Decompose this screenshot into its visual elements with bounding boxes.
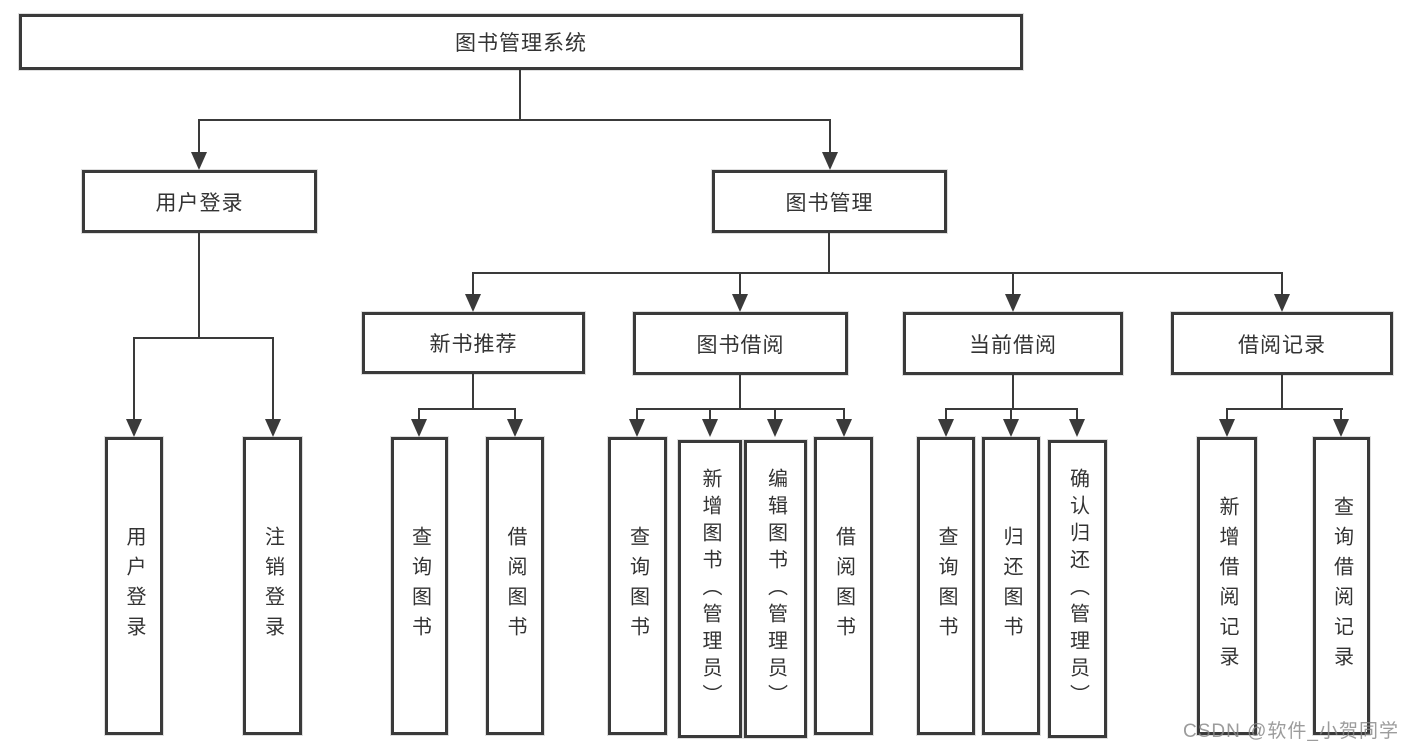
arrowhead-down-icon [507, 419, 523, 437]
node-label: 查询图书 [626, 526, 649, 646]
arrowhead-down-icon [732, 294, 748, 312]
connector-line [709, 408, 711, 420]
arrowhead-down-icon [411, 419, 427, 437]
node-library-system: 图书管理系统 [19, 14, 1023, 70]
leaf-add-borrow-record: 新增借阅记录 [1197, 437, 1257, 735]
connector-line [828, 233, 830, 272]
leaf-edit-book-admin: 编辑图书（管理员） [744, 440, 807, 738]
node-label: 借阅图书 [832, 526, 855, 646]
node-label: 借阅记录 [1238, 333, 1326, 357]
leaf-query-books-2: 查询图书 [608, 437, 667, 735]
leaf-query-books-1: 查询图书 [391, 437, 448, 735]
node-label: 借阅图书 [504, 526, 526, 646]
leaf-return-books: 归还图书 [982, 437, 1040, 735]
connector-line [198, 119, 200, 153]
node-book-borrowing: 图书借阅 [633, 312, 848, 375]
node-label: 确认归还（管理员） [1066, 467, 1089, 711]
arrowhead-down-icon [1333, 419, 1349, 437]
connector-line [472, 373, 474, 408]
connector-line [472, 272, 1283, 274]
arrowhead-down-icon [1005, 294, 1021, 312]
leaf-user-login: 用户登录 [105, 437, 163, 735]
node-label: 新增图书（管理员） [699, 467, 721, 711]
watermark-text: CSDN @软件_小贺同学 [1183, 721, 1399, 742]
connector-line [514, 408, 516, 420]
node-label: 用户登录 [155, 191, 244, 215]
connector-line [418, 408, 516, 410]
node-borrowing-records: 借阅记录 [1171, 312, 1393, 375]
arrowhead-down-icon [1274, 294, 1290, 312]
connector-line [1226, 408, 1228, 420]
arrowhead-down-icon [702, 419, 718, 437]
arrowhead-down-icon [1069, 419, 1085, 437]
node-book-management: 图书管理 [712, 170, 947, 233]
arrowhead-down-icon [822, 152, 838, 170]
arrowhead-down-icon [191, 152, 207, 170]
node-label: 新书推荐 [429, 333, 518, 356]
node-new-book-recommend: 新书推荐 [362, 312, 585, 374]
leaf-add-book-admin: 新增图书（管理员） [678, 440, 742, 738]
connector-line [472, 272, 474, 294]
connector-line [519, 70, 521, 120]
node-label: 当前借阅 [969, 333, 1057, 357]
connector-line [1010, 408, 1012, 420]
leaf-borrow-books-1: 借阅图书 [486, 437, 544, 735]
node-label: 用户登录 [123, 526, 145, 646]
arrowhead-down-icon [767, 419, 783, 437]
node-label: 查询图书 [408, 526, 431, 646]
connector-line [636, 408, 638, 420]
node-label: 新增借阅记录 [1216, 496, 1238, 676]
connector-line [739, 272, 741, 294]
arrowhead-down-icon [938, 419, 954, 437]
connector-line [774, 408, 776, 420]
connector-line [133, 337, 135, 419]
connector-line [133, 337, 274, 339]
connector-line [829, 119, 831, 153]
connector-line [1012, 375, 1014, 408]
leaf-query-books-3: 查询图书 [917, 437, 975, 735]
node-label: 图书借阅 [696, 333, 785, 357]
arrowhead-down-icon [126, 419, 142, 437]
connector-line [739, 374, 741, 408]
connector-line [198, 119, 831, 121]
connector-line [1340, 408, 1342, 420]
arrowhead-down-icon [836, 419, 852, 437]
node-user-login: 用户登录 [82, 170, 317, 233]
arrowhead-down-icon [1003, 419, 1019, 437]
node-label: 查询图书 [935, 526, 957, 646]
connector-line [843, 408, 845, 420]
node-label: 归还图书 [1000, 526, 1022, 646]
node-current-borrowing: 当前借阅 [903, 312, 1123, 375]
leaf-borrow-books-2: 借阅图书 [814, 437, 873, 735]
node-label: 编辑图书（管理员） [764, 467, 787, 711]
arrowhead-down-icon [465, 294, 481, 312]
connector-line [1281, 272, 1283, 294]
connector-line [945, 408, 947, 420]
arrowhead-down-icon [1219, 419, 1235, 437]
leaf-query-borrow-record: 查询借阅记录 [1313, 437, 1370, 735]
connector-line [1012, 272, 1014, 294]
connector-line [418, 408, 420, 420]
arrowhead-down-icon [265, 419, 281, 437]
leaf-logout: 注销登录 [243, 437, 302, 735]
node-label: 图书管理 [785, 191, 874, 215]
arrowhead-down-icon [629, 419, 645, 437]
node-label: 图书管理系统 [455, 32, 587, 55]
connector-line [1076, 408, 1078, 420]
connector-line [1226, 408, 1343, 410]
node-label: 注销登录 [261, 526, 284, 646]
connector-line [198, 233, 200, 337]
connector-line [636, 408, 845, 410]
connector-line [272, 337, 274, 419]
connector-line [1281, 375, 1283, 408]
node-label: 查询借阅记录 [1330, 496, 1353, 676]
leaf-confirm-return-admin: 确认归还（管理员） [1048, 440, 1107, 738]
